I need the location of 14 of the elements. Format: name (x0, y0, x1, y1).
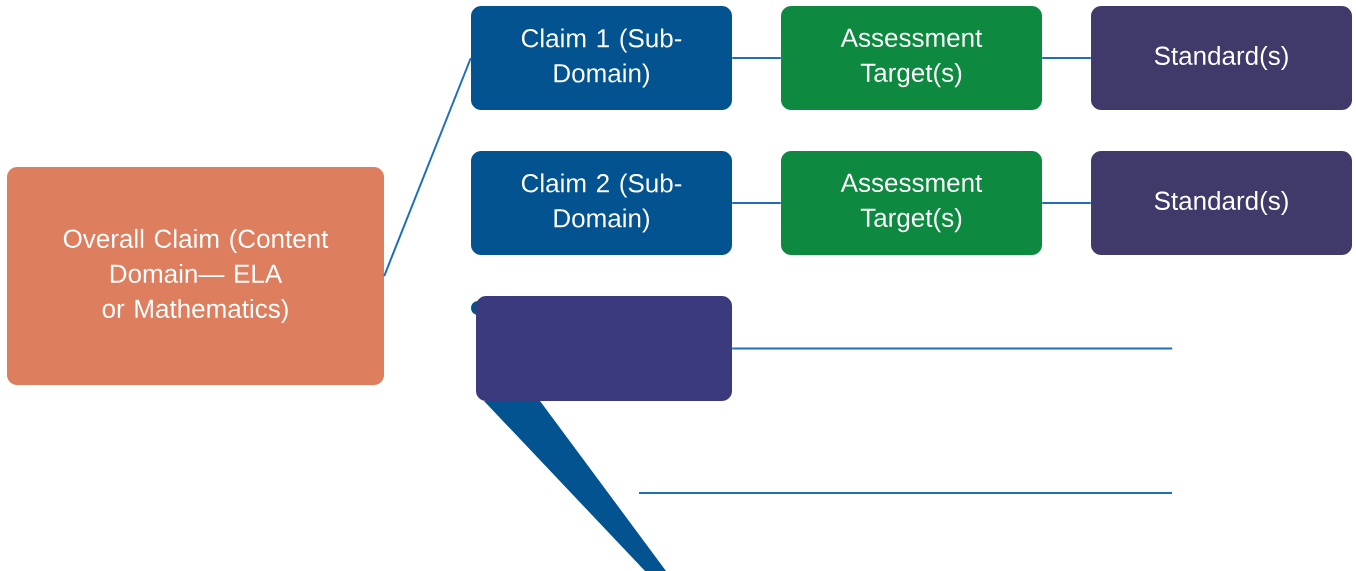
connector-line (731, 57, 782, 59)
claim-box: Claim 2 (Sub-Domain) (471, 151, 732, 255)
target-box: Assessment Target(s) (781, 151, 1042, 255)
connector-line (1041, 202, 1092, 204)
connector-line (383, 57, 472, 277)
target-box: Assessment Target(s) (781, 6, 1042, 110)
standard-box: Standard(s) (1091, 151, 1352, 255)
empty-box (476, 296, 732, 401)
claim-box: Claim 1 (Sub-Domain) (471, 6, 732, 110)
connector-line (731, 347, 1174, 350)
standard-box: Standard(s) (1091, 6, 1352, 110)
claim-box: Overall Claim (Content Domain— ELA or Mathematics) (7, 167, 384, 385)
connector-line (731, 202, 782, 204)
connector-line (1041, 57, 1092, 59)
